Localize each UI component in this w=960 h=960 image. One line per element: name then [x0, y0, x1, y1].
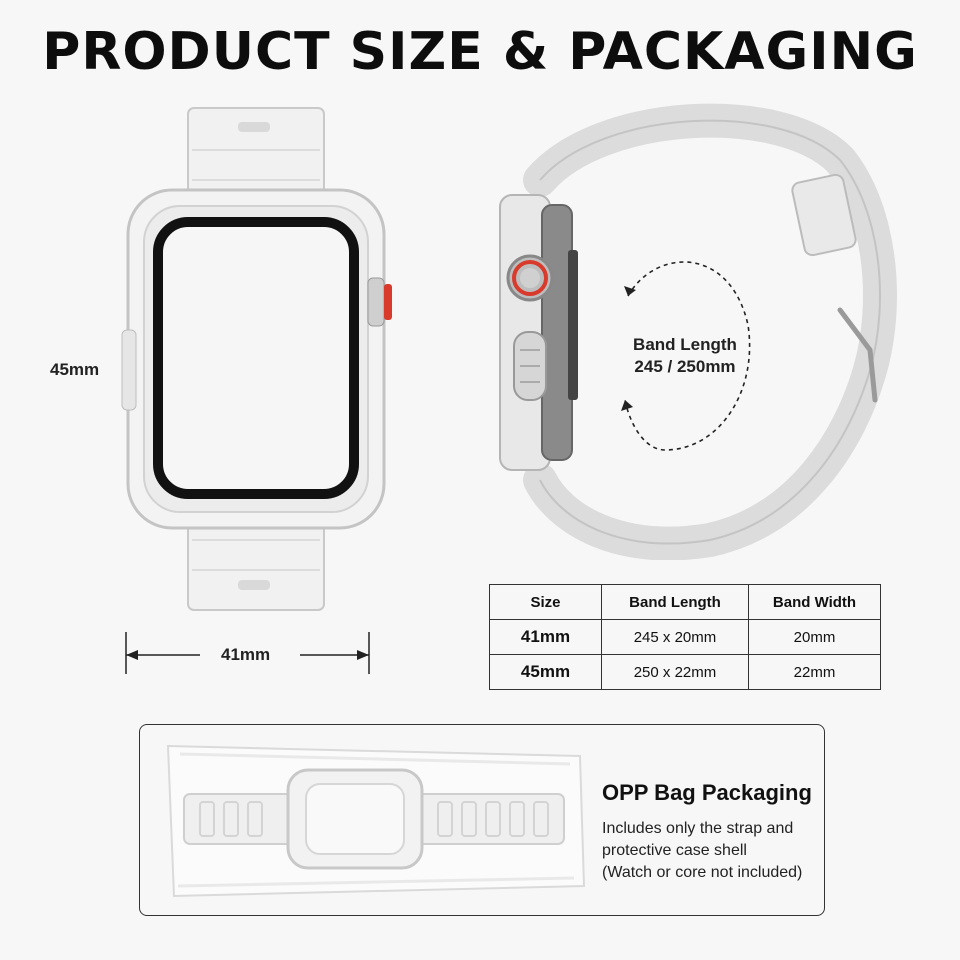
packaging-desc-line: Includes only the strap and: [602, 820, 794, 837]
table-header-band-width: Band Width: [748, 584, 881, 620]
width-label: 41mm: [221, 645, 271, 664]
packaging-desc-line: protective case shell: [602, 842, 747, 859]
packaging-title: OPP Bag Packaging: [602, 780, 812, 805]
opp-bag-illustration: [166, 744, 586, 898]
front-watch-illustration: [121, 107, 392, 611]
table-cell-size: 41mm: [489, 619, 602, 655]
table-header-band-length: Band Length: [601, 584, 749, 620]
size-table: Size Band Length Band Width 41mm 245 x 2…: [489, 584, 881, 690]
band-length-title: Band Length: [633, 335, 737, 354]
packaging-description: Includes only the strap and protective c…: [602, 818, 802, 884]
table-cell-band-width: 20mm: [748, 619, 881, 655]
table-header-row: Size Band Length Band Width: [489, 584, 881, 620]
height-label: 45mm: [50, 360, 100, 379]
packaging-desc-line: (Watch or core not included): [602, 864, 803, 881]
table-cell-band-width: 22mm: [748, 654, 881, 690]
table-cell-band-length: 245 x 20mm: [601, 619, 749, 655]
width-dimension-line: [125, 632, 370, 674]
table-cell-band-length: 250 x 22mm: [601, 654, 749, 690]
table-row: 45mm 250 x 22mm 22mm: [489, 654, 881, 690]
side-watch-illustration: [499, 103, 897, 560]
table-row: 41mm 245 x 20mm 20mm: [489, 619, 881, 655]
table-cell-size: 45mm: [489, 654, 602, 690]
table-header-size: Size: [489, 584, 602, 620]
band-length-callout: Band Length 245 / 250mm: [610, 334, 760, 378]
page-title: PRODUCT SIZE & PACKAGING: [42, 22, 918, 82]
band-length-value: 245 / 250mm: [634, 357, 736, 376]
